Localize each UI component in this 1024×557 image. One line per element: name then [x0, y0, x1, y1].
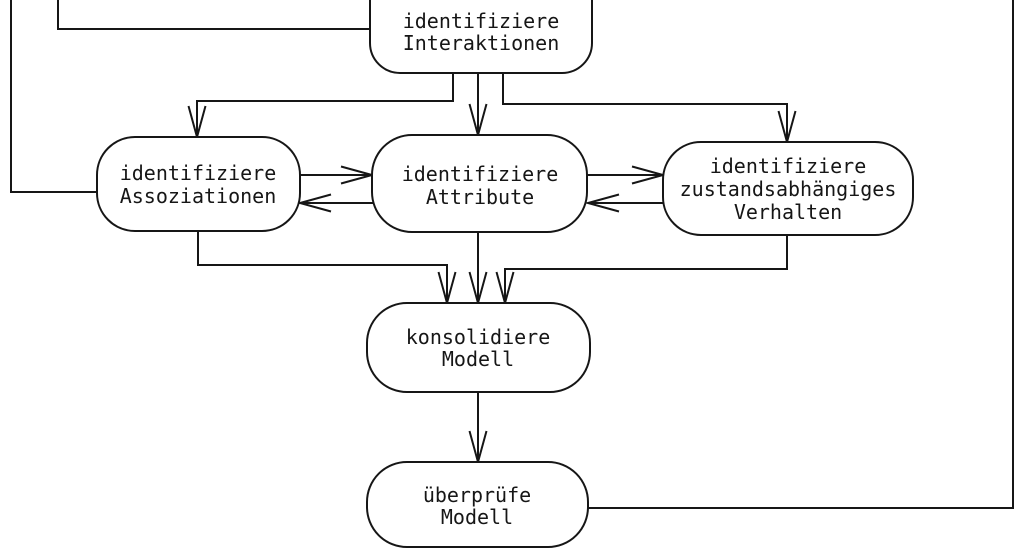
edge-verhalten-to-attribute: [584, 193, 664, 213]
node-label: Modell: [442, 347, 514, 371]
edge-line: [504, 235, 788, 303]
node-shape: [371, 134, 588, 233]
arrowhead-icon: [584, 193, 620, 213]
node-shape: [662, 141, 914, 236]
edge-attribute-to-verhalten: [586, 165, 667, 185]
node-shape: [369, 0, 593, 74]
node-label: Attribute: [426, 185, 534, 209]
node-label: identifiziere: [402, 162, 559, 186]
node-shape: [366, 461, 589, 548]
node-label: Interaktionen: [403, 31, 560, 55]
node-label: Modell: [441, 505, 513, 529]
edge-konsolidiere-to-ueberpruefe: [468, 392, 488, 466]
edge-line: [196, 73, 454, 137]
node-label: Assoziationen: [120, 184, 277, 208]
node-label: identifiziere: [120, 161, 277, 185]
edge-interaktionen-to-verhalten: [502, 73, 797, 146]
edge-assoziationen-to-attribute: [299, 165, 376, 185]
edge-line: [10, 0, 97, 193]
node-label: konsolidiere: [406, 325, 551, 349]
edge-attribute-to-assoziationen: [296, 193, 373, 213]
edge-interaktionen-to-attribute: [468, 73, 488, 139]
edge-verhalten-to-konsolidiere: [495, 235, 788, 307]
edge-offscreen-top-to-interaktionen: [57, 0, 370, 30]
node-label: Verhalten: [734, 200, 842, 224]
node-label: identifiziere: [710, 154, 867, 178]
arrowhead-icon: [296, 193, 332, 213]
edge-line: [586, 0, 1014, 509]
edge-offscreen-top-to-assoziationen: [10, 0, 97, 193]
edge-line: [197, 231, 448, 303]
node-label: zustandsabhängiges: [680, 177, 897, 201]
edge-interaktionen-to-assoziationen: [187, 73, 454, 141]
node-shape: [366, 302, 591, 393]
edge-line: [57, 0, 370, 30]
node-shape: [96, 136, 301, 232]
edge-ueberpruefe-to-offscreen-top: [586, 0, 1014, 509]
edge-assoziationen-to-konsolidiere: [197, 231, 457, 307]
edge-line: [502, 73, 788, 142]
node-label: identifiziere: [403, 9, 560, 33]
edge-attribute-to-konsolidiere: [468, 232, 488, 307]
node-label: überprüfe: [423, 483, 531, 507]
